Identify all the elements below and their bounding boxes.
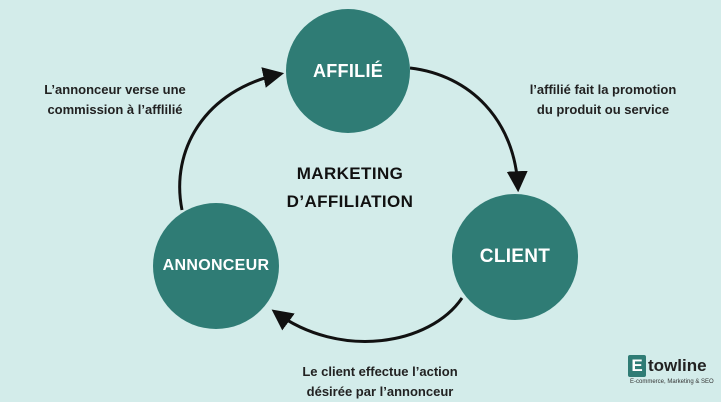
caption-action: Le client effectue l’action désirée par …: [275, 362, 485, 402]
center-title: MARKETING D’AFFILIATION: [250, 160, 450, 216]
node-client-label: CLIENT: [479, 246, 551, 267]
caption-commission: L’annonceur verse une commission à l’aff…: [20, 80, 210, 120]
etowline-logo: E towline E-commerce, Marketing & SEO: [628, 355, 716, 399]
arrow-client-to-annonceur: [271, 297, 464, 343]
caption-promotion-line1: l’affilié fait la promotion: [529, 82, 677, 97]
caption-commission-line2: commission à l’afflilié: [47, 102, 183, 117]
caption-commission-line1: L’annonceur verse une: [44, 82, 186, 97]
center-title-line2: D’AFFILIATION: [286, 192, 414, 211]
logo-tagline: E-commerce, Marketing & SEO: [630, 379, 714, 385]
logo-wordmark: towline: [648, 356, 707, 375]
node-affilie: AFFILIÉ: [286, 9, 410, 133]
arrow-annonceur-to-affilie: [178, 67, 285, 211]
node-affilie-label: AFFILIÉ: [312, 60, 384, 81]
arrow-affilie-to-client: [409, 66, 528, 193]
caption-promotion: l’affilié fait la promotion du produit o…: [503, 80, 703, 120]
center-title-line1: MARKETING: [296, 164, 404, 183]
caption-promotion-line2: du produit ou service: [536, 102, 670, 117]
caption-action-line1: Le client effectue l’action: [302, 364, 458, 379]
node-client: CLIENT: [452, 194, 578, 320]
caption-action-line2: désirée par l’annonceur: [306, 384, 454, 399]
node-annonceur-label: ANNONCEUR: [162, 257, 270, 274]
node-annonceur: ANNONCEUR: [153, 203, 279, 329]
logo-mark: E: [628, 355, 646, 377]
